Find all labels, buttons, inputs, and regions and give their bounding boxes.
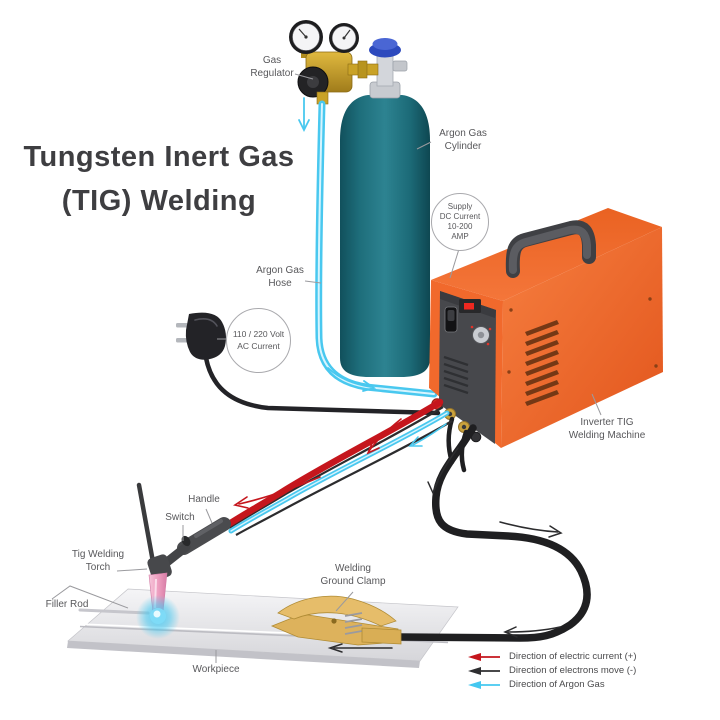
torch-back-cap <box>136 482 156 565</box>
power-cable-line <box>203 355 441 416</box>
current-flow-arrows-red <box>233 418 402 509</box>
ground-clamp-illustration <box>270 595 402 646</box>
badge-supply-dc-current: Supply DC Current 10-200 AMP <box>431 193 489 251</box>
pressure-gauge-right <box>329 23 359 53</box>
ground-cable-line <box>394 424 591 642</box>
digital-amp-display <box>464 303 474 310</box>
title-line-2: (TIG) Welding <box>61 184 257 217</box>
label-handle: Handle <box>188 494 220 505</box>
welding-machine-illustration <box>429 208 663 473</box>
torch-cable-bundle <box>222 398 453 536</box>
label-welding-ground-clamp: Welding Ground Clamp <box>320 563 386 587</box>
argon-flow-arrow-down <box>298 97 310 133</box>
argon-hose-line <box>315 100 438 398</box>
label-argon-gas-cylinder: Argon Gas Cylinder <box>439 128 487 152</box>
leader-lines <box>51 73 602 663</box>
red-arrow-icon <box>468 652 500 661</box>
label-gas-regulator: Gas Regulator <box>250 55 294 79</box>
torch-switch-button <box>181 535 191 547</box>
direction-legend: Direction of electric current (+) Direct… <box>468 651 637 690</box>
legend-label: Direction of Argon Gas <box>509 679 605 690</box>
tig-torch-illustration <box>136 482 231 639</box>
legend-label: Direction of electric current (+) <box>509 651 637 662</box>
power-plug-illustration <box>176 312 226 360</box>
legend-label: Direction of electrons move (-) <box>509 665 637 676</box>
legend-item-argon-gas: Direction of Argon Gas <box>468 679 637 690</box>
black-arrow-icon <box>468 666 500 675</box>
title-line-1: Tungsten Inert Gas <box>23 141 295 173</box>
panel-vents <box>443 355 469 395</box>
label-argon-gas-hose: Argon Gas Hose <box>256 265 304 289</box>
argon-flow-arrow-bundle <box>408 423 447 447</box>
machine-control-panel <box>439 291 496 444</box>
weld-arc-glow <box>136 595 180 639</box>
label-inverter-tig-welding-machine: Inverter TIG Welding Machine <box>568 417 646 441</box>
argon-cylinder-illustration <box>340 38 430 377</box>
torch-handle-body <box>177 517 231 555</box>
clamp-spring <box>344 612 363 635</box>
legend-item-electric-current: Direction of electric current (+) <box>468 651 637 662</box>
electron-flow-arrows <box>327 447 563 653</box>
machine-rivets <box>507 297 658 374</box>
workpiece-illustration <box>67 588 459 668</box>
label-filler-rod: Filler Rod <box>45 599 89 610</box>
label-switch: Switch <box>165 512 195 523</box>
pressure-gauge-left <box>289 20 323 54</box>
regulator-adjust-knob <box>297 66 329 98</box>
machine-handle <box>505 220 596 278</box>
cyan-arrow-icon <box>468 680 500 689</box>
label-tig-welding-torch: Tig Welding Torch <box>71 549 125 573</box>
machine-side-vents <box>525 320 559 406</box>
diagram-title: Tungsten Inert Gas (TIG) Welding <box>8 136 310 223</box>
argon-flow-arrow-right <box>327 367 377 392</box>
gas-regulator-illustration <box>289 20 379 105</box>
current-control-knob <box>470 325 492 346</box>
label-workpiece: Workpiece <box>192 664 240 675</box>
badge-ac-current: 110 / 220 Volt AC Current <box>226 308 291 373</box>
legend-item-electrons-move: Direction of electrons move (-) <box>468 665 637 676</box>
